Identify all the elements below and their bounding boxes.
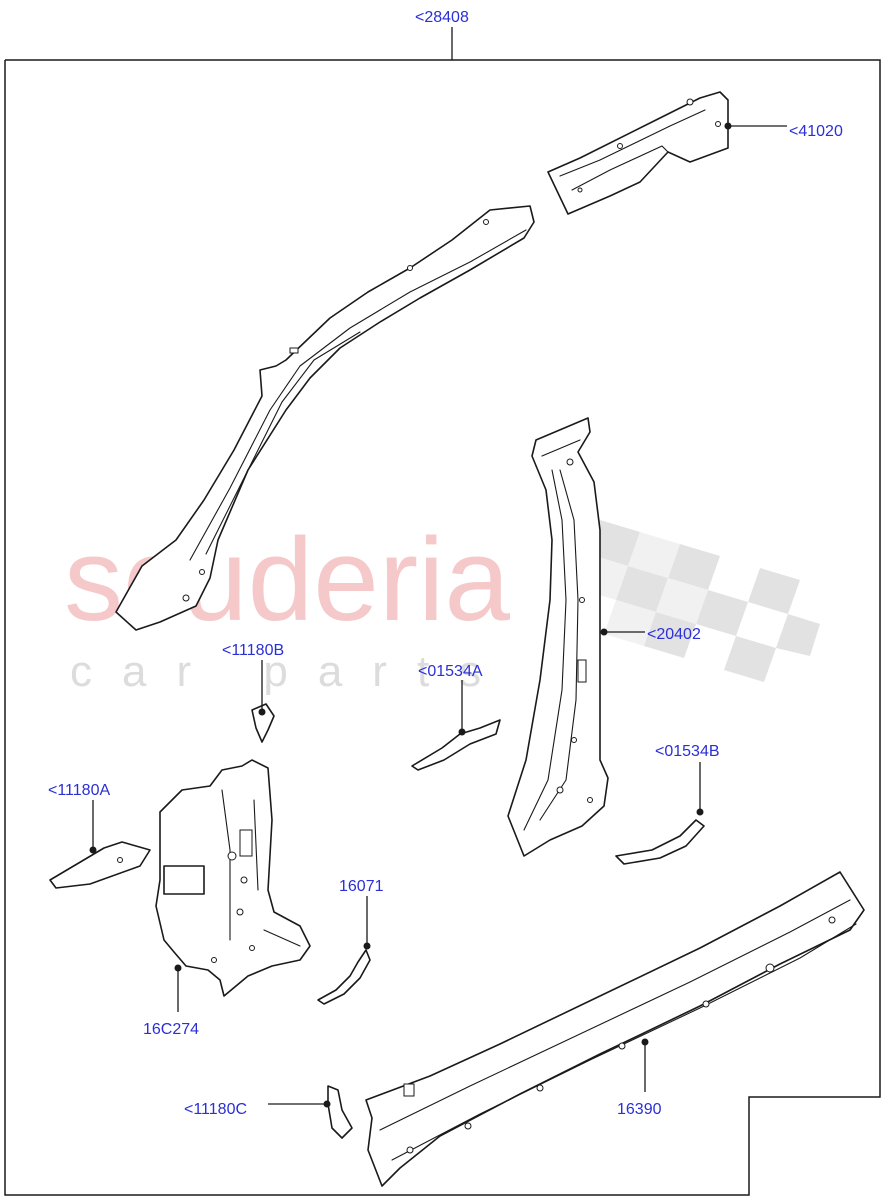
reinforcement-b-part <box>615 819 705 865</box>
checkered-flag-icon <box>576 520 820 682</box>
callout-sill: 16390 <box>617 1101 662 1118</box>
callout-bracket-b: <11180B <box>222 642 284 659</box>
bracket-a-part <box>49 841 151 889</box>
b-pillar-part <box>507 417 609 857</box>
hinge-pillar-part <box>155 759 311 997</box>
callout-reinforcement-a: <01534A <box>418 663 483 680</box>
sill-part <box>365 871 865 1187</box>
bracket-c-part <box>327 1085 353 1139</box>
callout-reinforcement-b: <01534B <box>655 743 720 760</box>
callout-roof-rail-rear: <41020 <box>789 123 843 140</box>
watermark: scuderia car parts <box>64 514 820 696</box>
a-pillar-part <box>115 205 535 631</box>
callout-harness-clip: 16071 <box>339 878 384 895</box>
callout-frame: <28408 <box>415 9 469 26</box>
callout-bracket-c: <11180C <box>184 1101 247 1118</box>
roof-rail-rear-part <box>547 91 729 215</box>
callout-bracket-a: <11180A <box>48 782 110 799</box>
bracket-b-part <box>251 703 275 743</box>
callout-hinge-pillar: 16C274 <box>143 1021 199 1038</box>
callout-b-pillar: <20402 <box>647 626 701 643</box>
harness-clip-part <box>317 949 371 1005</box>
leader-lines <box>89 122 787 1108</box>
watermark-tagline: car parts <box>70 647 511 696</box>
reinforcement-a-part <box>411 719 501 771</box>
diagram-frame <box>4 59 881 1196</box>
